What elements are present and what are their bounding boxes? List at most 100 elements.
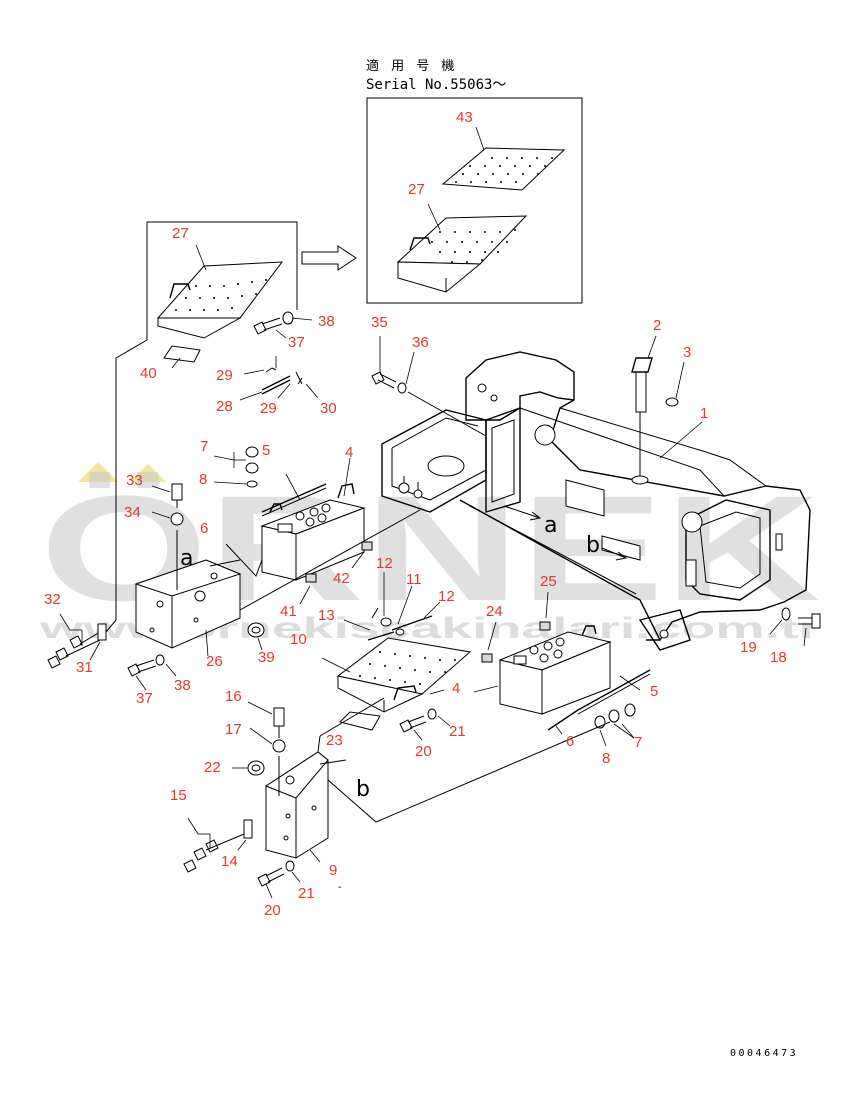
callout-12-right: 12 — [438, 588, 455, 605]
callout-31: 31 — [76, 659, 93, 676]
pad-41 — [305, 573, 317, 583]
callout-26: 26 — [206, 653, 223, 670]
callout-21-upper: 21 — [449, 723, 466, 740]
callout-path-b — [327, 721, 611, 823]
callout-28: 28 — [216, 398, 233, 415]
battery-lower — [473, 625, 612, 715]
bolt-20-washer-21-upper — [399, 708, 451, 741]
bolt-37-washer-38-lower — [127, 654, 177, 691]
callout-path-left — [115, 339, 148, 620]
perforation-43 — [455, 157, 553, 183]
callout-17: 17 — [225, 721, 242, 738]
callout-25: 25 — [540, 573, 557, 590]
callout-34: 34 — [124, 504, 141, 521]
inset-old-step — [146, 221, 313, 369]
callout-38-top: 38 — [318, 313, 335, 330]
callout-path-a — [239, 509, 421, 611]
section-letter-b-main: b — [586, 533, 600, 558]
callout-16: 16 — [225, 688, 242, 705]
callout-path-b-top — [319, 697, 385, 737]
pad-42 — [361, 541, 373, 551]
drawing-number: 00046473 — [730, 1048, 798, 1059]
callout-8-upper: 8 — [199, 471, 207, 488]
label-23 — [339, 711, 381, 731]
callout-3: 3 — [683, 344, 691, 361]
pins-28-30 — [239, 356, 319, 401]
callout-4-upper: 4 — [345, 444, 353, 461]
bracket-26 — [134, 559, 242, 657]
bracket-9 — [264, 735, 347, 863]
callout-19: 19 — [740, 639, 757, 656]
callout-40: 40 — [140, 365, 157, 382]
callout-22: 22 — [204, 759, 221, 776]
applicable-serial-heading: 適 用 号 機 — [366, 58, 458, 74]
battery-upper — [260, 457, 366, 581]
arrow-b — [601, 547, 628, 561]
callout-7-upper: 7 — [200, 438, 208, 455]
step-10 — [321, 637, 472, 713]
callout-41: 41 — [280, 603, 297, 620]
callout-14: 14 — [221, 853, 238, 870]
callout-6-upper: 6 — [200, 520, 208, 537]
callout-20-upper: 20 — [415, 743, 432, 760]
bolts-31-32 — [47, 613, 117, 669]
callout-6-lower: 6 — [566, 733, 574, 750]
inset-arrow — [301, 245, 357, 271]
serial-number-label: Serial No.55063～ — [366, 77, 506, 93]
callout-15: 15 — [170, 787, 187, 804]
bolt-33-nut-34 — [151, 483, 184, 590]
bolt-35-washer-36 — [371, 336, 487, 437]
cable-upper — [213, 446, 327, 577]
callout-2: 2 — [653, 317, 661, 334]
callout-9: 9 — [329, 862, 337, 879]
watermark-accent-right — [130, 464, 166, 482]
pad-24 — [481, 653, 493, 663]
stray-mark: - — [338, 882, 342, 893]
pad-25 — [539, 621, 551, 631]
bolt-16-nut-17 — [247, 701, 286, 796]
callout-29-left: 29 — [216, 367, 233, 384]
callout-37-top: 37 — [288, 334, 305, 351]
cable-lower — [547, 669, 651, 747]
callout-4-lower: 4 — [452, 680, 460, 697]
callout-10: 10 — [290, 631, 307, 648]
callout-39: 39 — [258, 649, 275, 666]
callout-30: 30 — [320, 400, 337, 417]
pin-2-cap-3 — [631, 335, 685, 476]
callout-21-lower: 21 — [298, 885, 315, 902]
callout-20-lower: 20 — [264, 902, 281, 919]
callouts: 1 2 3 4 4 5 5 6 6 7 7 8 8 9 10 11 12 12 … — [44, 109, 787, 919]
callout-11: 11 — [406, 571, 422, 588]
section-letter-a-main: a — [544, 513, 557, 538]
callout-27-new: 27 — [408, 181, 425, 198]
callout-8-lower: 8 — [602, 750, 610, 767]
callout-23: 23 — [326, 732, 343, 749]
bolt-18-washer-19 — [769, 607, 821, 647]
bolt-20-washer-21-lower — [257, 860, 301, 899]
section-letter-a-bracket: a — [180, 546, 193, 571]
callout-37-lower: 37 — [136, 690, 153, 707]
callout-18: 18 — [770, 649, 787, 666]
callout-7-lower: 7 — [634, 734, 642, 751]
callout-35: 35 — [371, 314, 388, 331]
inset-new-serial — [366, 97, 583, 304]
callout-1: 1 — [700, 405, 708, 422]
bolts-14-15 — [183, 817, 253, 873]
section-letter-b-bracket: b — [356, 777, 370, 802]
callout-24: 24 — [486, 603, 503, 620]
callout-27-old: 27 — [172, 225, 189, 242]
callout-5-upper: 5 — [262, 442, 270, 459]
watermark-accent-left — [78, 462, 118, 482]
callout-33: 33 — [126, 472, 143, 489]
main-frame — [381, 351, 811, 651]
callout-43: 43 — [456, 109, 473, 126]
pins-11-13 — [343, 572, 441, 641]
callout-32: 32 — [44, 591, 61, 608]
callout-5-lower: 5 — [650, 683, 658, 700]
arrow-a — [503, 505, 542, 521]
callout-36: 36 — [412, 334, 429, 351]
callout-42: 42 — [333, 570, 350, 587]
callout-29-right: 29 — [260, 400, 277, 417]
callout-38-lower: 38 — [174, 677, 191, 694]
